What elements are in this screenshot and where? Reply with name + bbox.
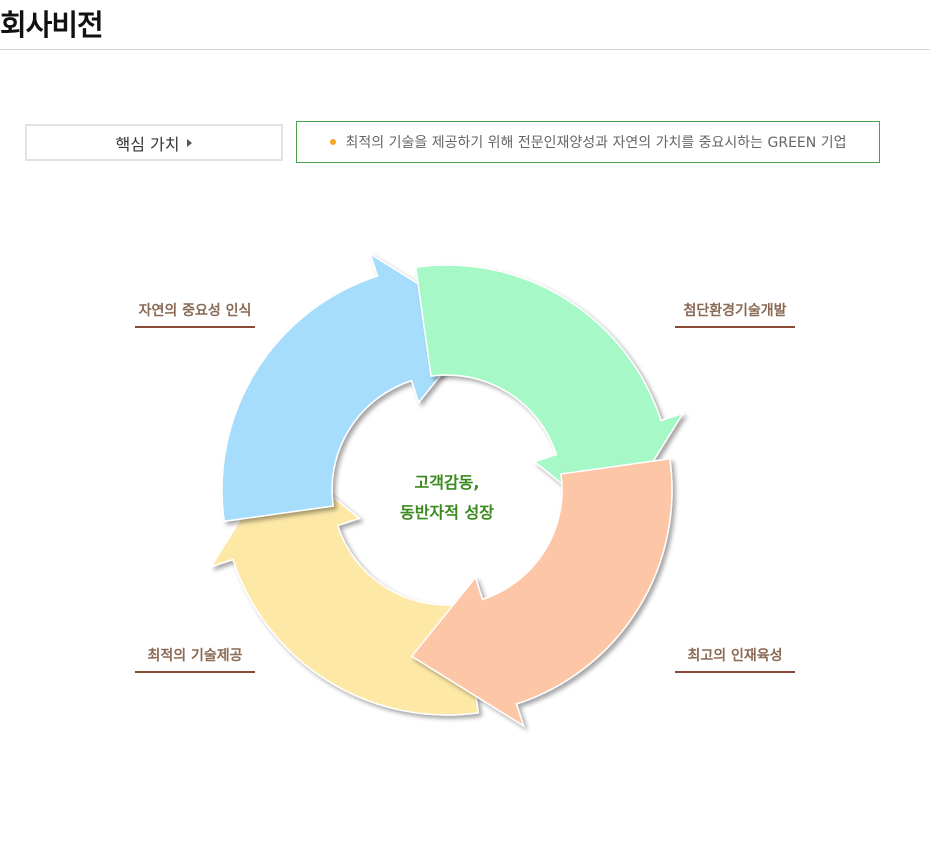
segment-talent-arrow	[410, 457, 673, 728]
label-talent: 최고의 인재육성	[675, 645, 795, 673]
bullet-icon	[329, 139, 336, 145]
segment-tech-supply-arrow	[209, 453, 480, 716]
core-value-label: 핵심 가치	[115, 134, 180, 154]
core-value-button[interactable]: 핵심 가치	[25, 124, 283, 161]
page-title: 회사비전	[0, 8, 104, 42]
label-nature: 자연의 중요성 인식	[135, 300, 255, 328]
divider	[0, 49, 930, 50]
segment-tech-dev-arrow	[414, 264, 685, 527]
arrow-right-icon	[187, 138, 193, 147]
description-text: 최적의 기술을 제공하기 위해 전문인재양성과 자연의 가치를 중요시하는 GR…	[345, 135, 847, 151]
label-tech-supply: 최적의 기술제공	[135, 645, 255, 673]
center-line-1: 고객감동,	[414, 473, 480, 492]
center-text: 고객감동, 동반자적 성장	[347, 468, 547, 528]
label-tech-dev: 첨단환경기술개발	[675, 300, 795, 328]
segment-nature-arrow	[221, 252, 484, 523]
core-value-description: 최적의 기술을 제공하기 위해 전문인재양성과 자연의 가치를 중요시하는 GR…	[296, 121, 880, 163]
center-line-2: 동반자적 성장	[400, 503, 494, 522]
